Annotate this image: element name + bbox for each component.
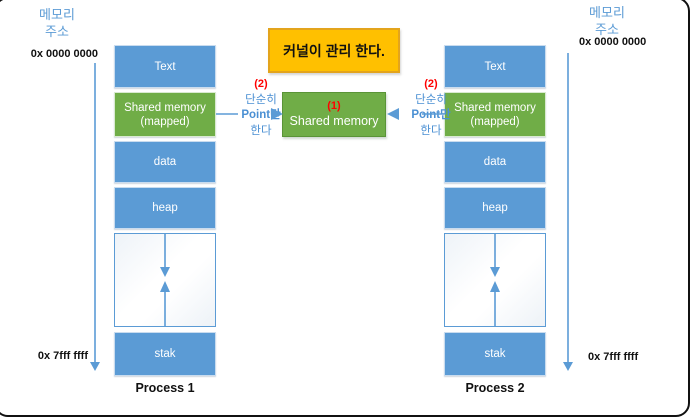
left-memory-address-label: 메모리 주소 xyxy=(22,6,92,40)
process2-growth-gap-box xyxy=(444,233,546,327)
process2-heap-block: heap xyxy=(444,187,546,229)
process1-stack-block: stak xyxy=(114,332,216,376)
kernel-note-text: 커널이 관리 한다. xyxy=(283,42,385,59)
left-pointer-line2: Point만 xyxy=(241,109,281,121)
left-memory-address-line2: 주소 xyxy=(45,24,69,39)
block-label: heap xyxy=(482,202,508,214)
central-number-label: (1) xyxy=(327,100,341,112)
right-pointer-note: (2) 단순히 Point만 한다 xyxy=(402,77,460,139)
block-label: stak xyxy=(154,348,176,360)
process1-shared-memory-block: Shared memory (mapped) xyxy=(114,92,216,137)
central-shared-memory-box: (1) Shared memory xyxy=(282,92,386,137)
process2-stack-block: stak xyxy=(444,332,546,376)
process2-label: Process 2 xyxy=(465,381,525,395)
block-label: Text xyxy=(154,60,176,73)
process1-label: Process 1 xyxy=(135,381,195,395)
right-pointer-line1: 단순히 xyxy=(415,93,447,106)
left-memory-address-line1: 메모리 xyxy=(39,7,75,22)
left-pointer-line3: 한다 xyxy=(250,124,272,137)
left-pointer-note: (2) 단순히 Point만 한다 xyxy=(232,77,290,139)
right-pointer-line3: 한다 xyxy=(420,124,442,137)
right-pointer-number: (2) xyxy=(424,78,438,90)
left-pointer-number: (2) xyxy=(254,78,268,90)
left-top-address: 0x 0000 0000 xyxy=(30,48,98,60)
kernel-note-box: 커널이 관리 한다. xyxy=(268,28,400,73)
process2-shared-memory-block: Shared memory (mapped) xyxy=(444,92,546,137)
left-bottom-address: 0x 7fff ffff xyxy=(37,350,88,362)
right-memory-address-line2: 주소 xyxy=(595,22,619,37)
right-address-down-arrow-icon xyxy=(563,53,573,371)
right-bottom-address: 0x 7fff ffff xyxy=(588,351,639,363)
block-label: data xyxy=(483,156,507,168)
block-label: heap xyxy=(152,202,178,214)
process1-text-block: Text xyxy=(114,45,216,88)
left-pointer-line1: 단순히 xyxy=(245,93,277,106)
block-label: Shared memory (mapped) xyxy=(454,101,536,128)
block-label: Text xyxy=(484,60,506,73)
process1-data-block: data xyxy=(114,141,216,183)
block-label: data xyxy=(153,156,177,168)
right-memory-address-label: 메모리 주소 xyxy=(572,4,642,38)
central-shared-memory-label: Shared memory xyxy=(289,114,379,128)
process2-text-block: Text xyxy=(444,45,546,88)
process1-growth-gap-box xyxy=(114,233,216,327)
block-label: stak xyxy=(484,348,506,360)
block-label: Shared memory (mapped) xyxy=(124,101,206,128)
right-memory-address-line1: 메모리 xyxy=(589,5,625,20)
right-pointer-line2: Point만 xyxy=(411,109,451,121)
process2-data-block: data xyxy=(444,141,546,183)
process1-heap-block: heap xyxy=(114,187,216,229)
right-top-address: 0x 0000 0000 xyxy=(579,36,647,48)
left-address-down-arrow-icon xyxy=(90,63,100,371)
